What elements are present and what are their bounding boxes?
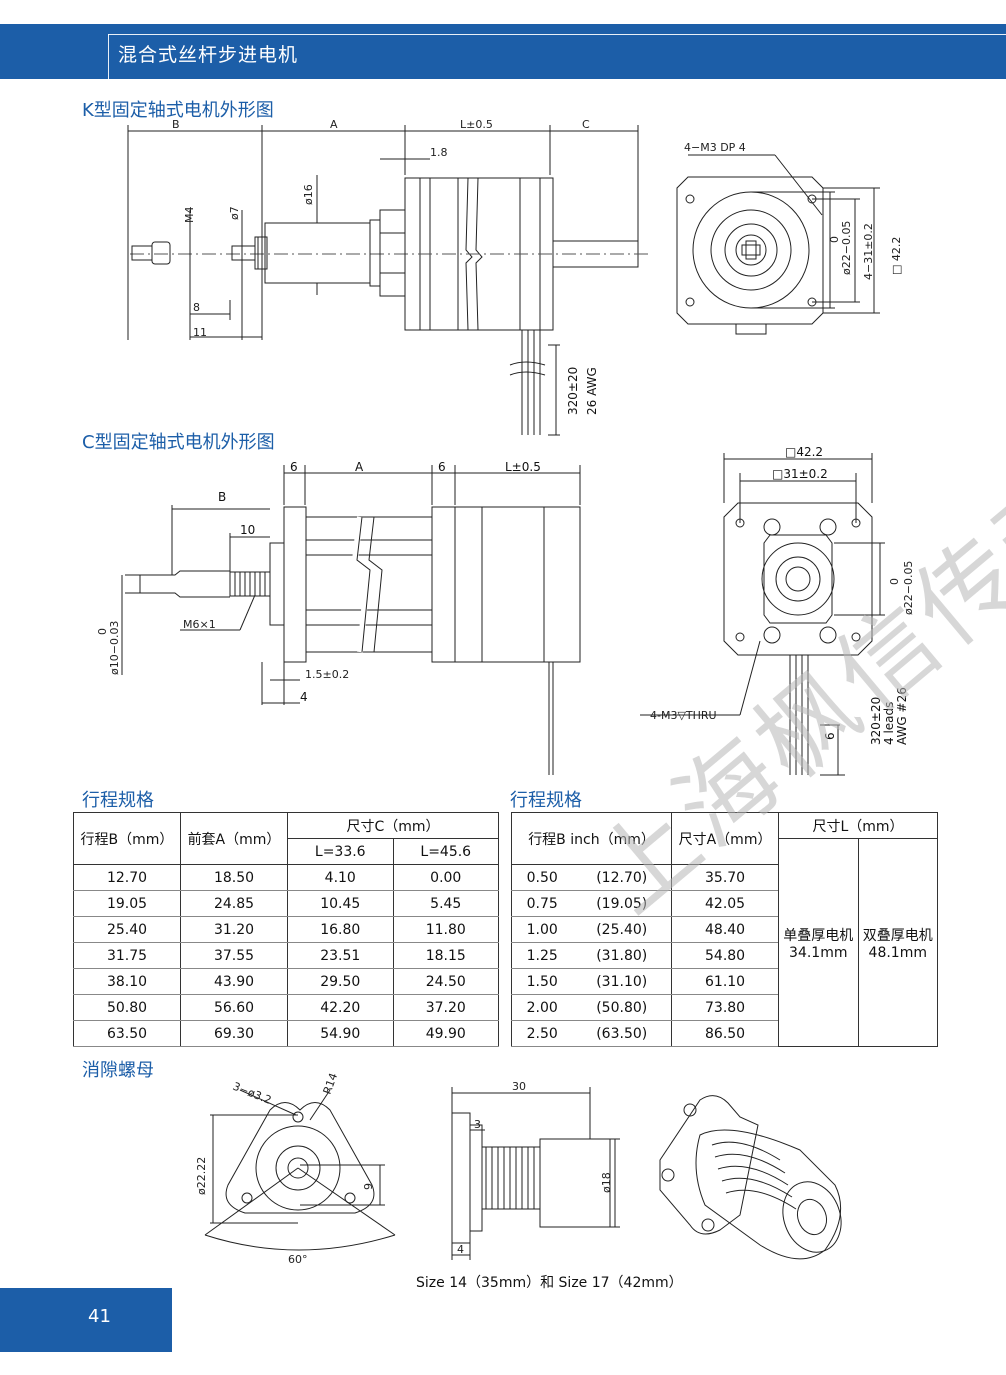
th-size-c: 尺寸C（mm） <box>287 812 499 839</box>
nut-4: 4 <box>457 1243 464 1256</box>
k-wire-awg: 26 AWG <box>585 367 599 415</box>
c-wire-leads: 4 leads <box>882 702 896 745</box>
k-dim-m4: M4 <box>183 207 196 224</box>
c-end-boss-tol: 0 <box>888 578 901 585</box>
table-row: 0.50(12.70)35.70 <box>511 864 938 891</box>
stroke-table-left: 行程B（mm） 前套A（mm） 尺寸C（mm） L=33.6 L=45.6 12… <box>73 812 499 1047</box>
c-dim-6a: 6 <box>290 460 298 474</box>
banner-rule <box>108 34 1006 35</box>
single-stack-value: 34.1mm <box>789 944 848 961</box>
k-dim-1-8: 1.8 <box>430 146 448 159</box>
c-dim-10: 10 <box>240 523 255 537</box>
table-row: 2.50(63.50)86.50 <box>511 1020 938 1047</box>
k-end-pitch: 4−31±0.2 <box>862 223 875 280</box>
c-end-pitch: □31±0.2 <box>772 467 828 481</box>
table-row: 0.75(19.05)42.05 <box>511 890 938 917</box>
section-title-k-type: K型固定轴式电机外形图 <box>82 100 274 121</box>
banner-rule-vertical <box>108 34 109 79</box>
page-number: 41 <box>88 1306 111 1327</box>
k-end-boss: ø22−0.05 <box>840 221 853 275</box>
header-banner: 混合式丝杆步进电机 <box>0 24 1006 79</box>
page-title: 混合式丝杆步进电机 <box>118 44 299 66</box>
c-wire-dim-6: 6 <box>823 732 837 740</box>
k-dim-d7: ø7 <box>228 206 241 220</box>
th-stroke-b: 行程B（mm） <box>73 812 181 865</box>
table-row: 1.25(31.80)54.80 <box>511 942 938 969</box>
c-dim-4: 4 <box>300 690 308 704</box>
size-caption: Size 14（35mm）和 Size 17（42mm） <box>416 1275 683 1291</box>
nut-d18: ø18 <box>600 1172 613 1193</box>
nut-3: 3 <box>474 1118 481 1131</box>
k-dim-11: 11 <box>193 326 207 339</box>
c-dim-1-5: 1.5±0.2 <box>305 668 349 681</box>
th-l-33-6: L=33.6 <box>287 838 394 865</box>
nut-30: 30 <box>512 1080 526 1093</box>
single-stack-cell: 单叠厚电机 34.1mm <box>778 838 859 1047</box>
nut-d2222: ø22.22 <box>195 1157 208 1195</box>
section-title-stroke-right: 行程规格 <box>510 790 582 811</box>
c-wire-length: 320±20 <box>869 697 883 745</box>
c-end-boss: ø22−0.05 <box>902 561 915 615</box>
th-size-l: 尺寸L（mm） <box>778 812 938 839</box>
c-dim-6b: 6 <box>438 460 446 474</box>
c-dim-shaft-tol: 0 <box>96 628 109 635</box>
k-wire-length: 320±20 <box>566 367 580 415</box>
double-stack-label: 双叠厚电机 <box>862 927 933 944</box>
k-dim-c: C <box>582 118 590 131</box>
section-title-c-type: C型固定轴式电机外形图 <box>82 432 275 453</box>
k-dim-8: 8 <box>193 301 200 314</box>
k-dim-d16: ø16 <box>302 184 315 205</box>
k-dim-a: A <box>330 118 338 131</box>
k-dim-b: B <box>172 118 180 131</box>
nut-9: 9 <box>362 1183 375 1190</box>
nut-holes: 3−ø3.2 <box>231 1080 273 1107</box>
single-stack-label: 单叠厚电机 <box>783 927 854 944</box>
stroke-table-right: 行程B inch（mm） 尺寸A（mm） 尺寸L（mm） 单叠厚电机 34.1m… <box>510 812 939 1047</box>
nut-drawing: 3−ø3.2 R14 ø22.22 9 60° 30 3 ø18 4 <box>195 1071 842 1266</box>
k-end-square: □ 42.2 <box>890 237 903 275</box>
c-dim-a: A <box>355 460 364 474</box>
c-dim-shaft: ø10−0.03 <box>108 621 121 675</box>
c-dim-l: L±0.5 <box>505 460 541 474</box>
th-front-a: 前套A（mm） <box>180 812 288 865</box>
double-stack-cell: 双叠厚电机 48.1mm <box>857 838 939 1047</box>
page-number-box: 41 <box>0 1288 172 1352</box>
c-end-square: □42.2 <box>785 445 823 459</box>
c-dim-b: B <box>218 490 226 504</box>
c-wire-awg: AWG #26 <box>895 687 909 745</box>
nut-60deg: 60° <box>288 1253 308 1266</box>
k-type-drawing: B A L±0.5 C 1.8 ø16 M4 ø7 8 11 320±20 26… <box>127 118 903 436</box>
c-end-holes: 4-M3▽THRU <box>650 709 717 722</box>
k-end-holes: 4−M3 DP 4 <box>684 141 746 154</box>
c-type-drawing: 6 A 6 L±0.5 B 10 M6×1 ø10−0.03 0 1.5±0.2… <box>96 445 915 776</box>
table-row: 2.00(50.80)73.80 <box>511 994 938 1021</box>
section-title-stroke-left: 行程规格 <box>82 790 154 811</box>
double-stack-value: 48.1mm <box>868 944 927 961</box>
th-stroke-inch: 行程B inch（mm） <box>510 812 673 865</box>
k-dim-l: L±0.5 <box>460 118 493 131</box>
th-size-a: 尺寸A（mm） <box>671 812 780 865</box>
k-end-boss-tol: 0 <box>828 236 841 243</box>
nut-r14: R14 <box>321 1071 341 1096</box>
section-title-nut: 消隙螺母 <box>82 1060 154 1081</box>
th-l-45-6: L=45.6 <box>392 838 499 865</box>
c-dim-m6: M6×1 <box>183 618 216 631</box>
